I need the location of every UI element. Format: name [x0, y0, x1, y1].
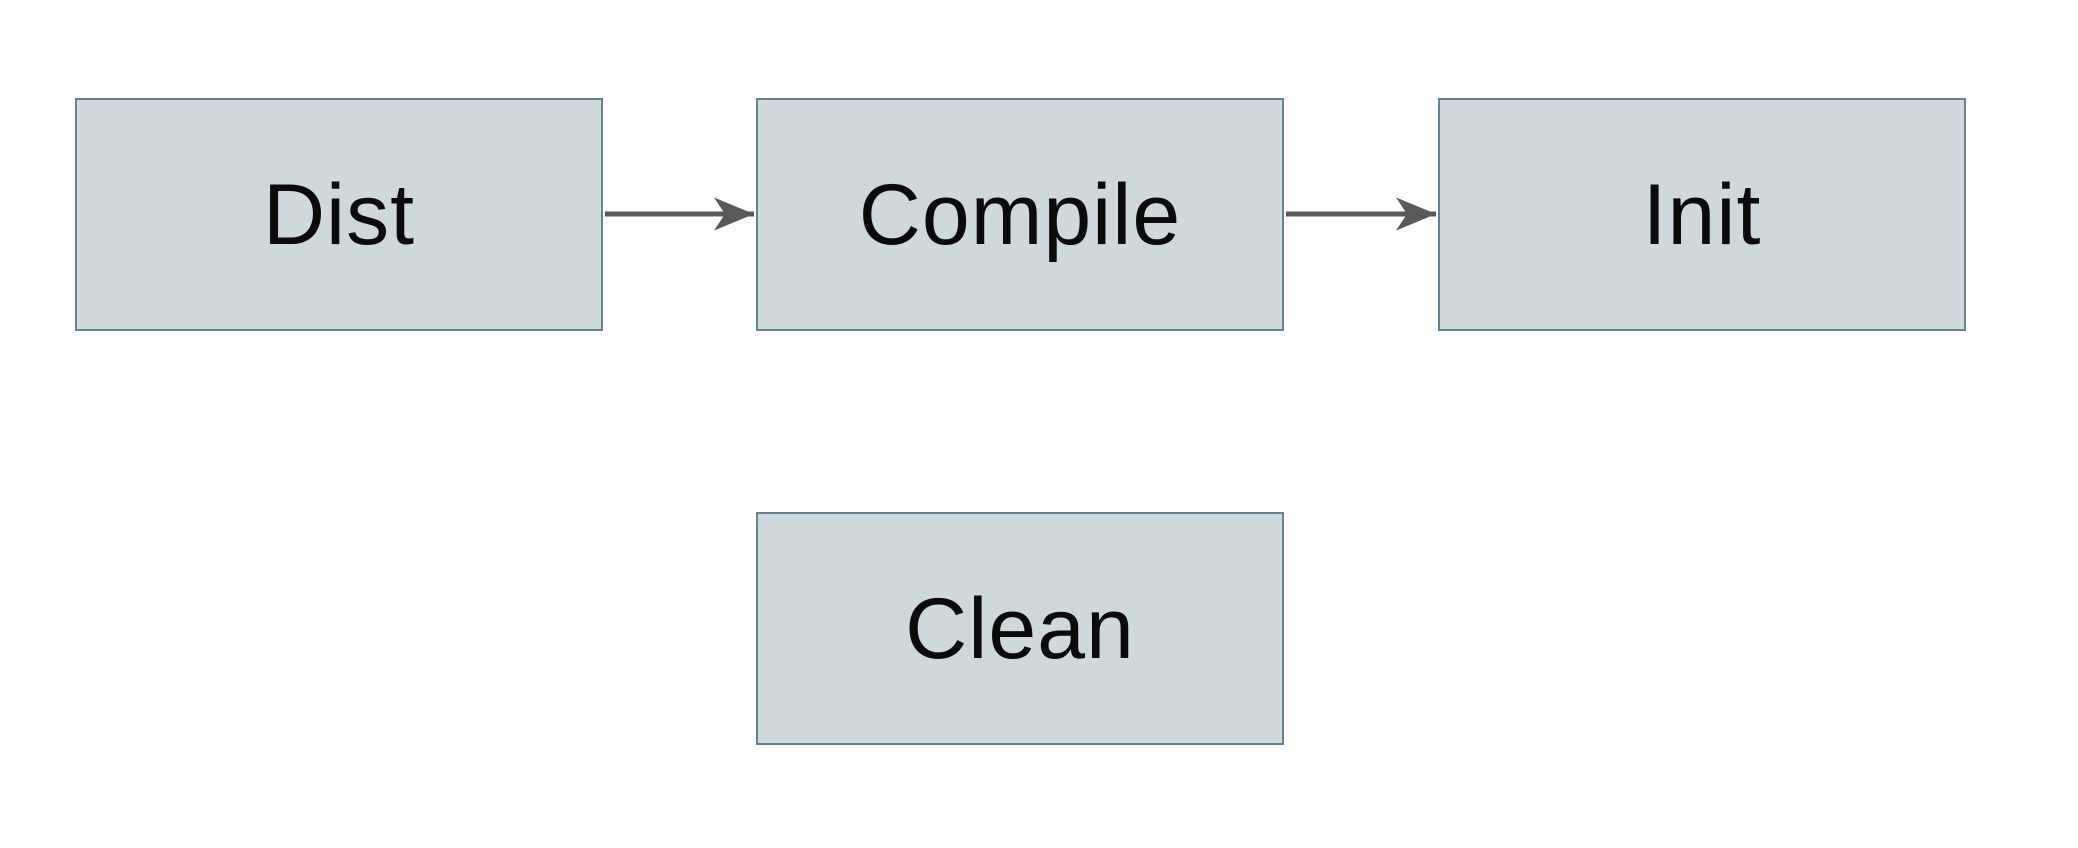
- node-clean[interactable]: Clean: [756, 512, 1284, 745]
- node-compile[interactable]: Compile: [756, 98, 1284, 331]
- node-init-label: Init: [1642, 166, 1762, 263]
- node-dist[interactable]: Dist: [75, 98, 603, 331]
- node-clean-label: Clean: [905, 580, 1135, 677]
- node-init[interactable]: Init: [1438, 98, 1966, 331]
- node-compile-label: Compile: [858, 166, 1182, 263]
- node-dist-label: Dist: [262, 166, 416, 263]
